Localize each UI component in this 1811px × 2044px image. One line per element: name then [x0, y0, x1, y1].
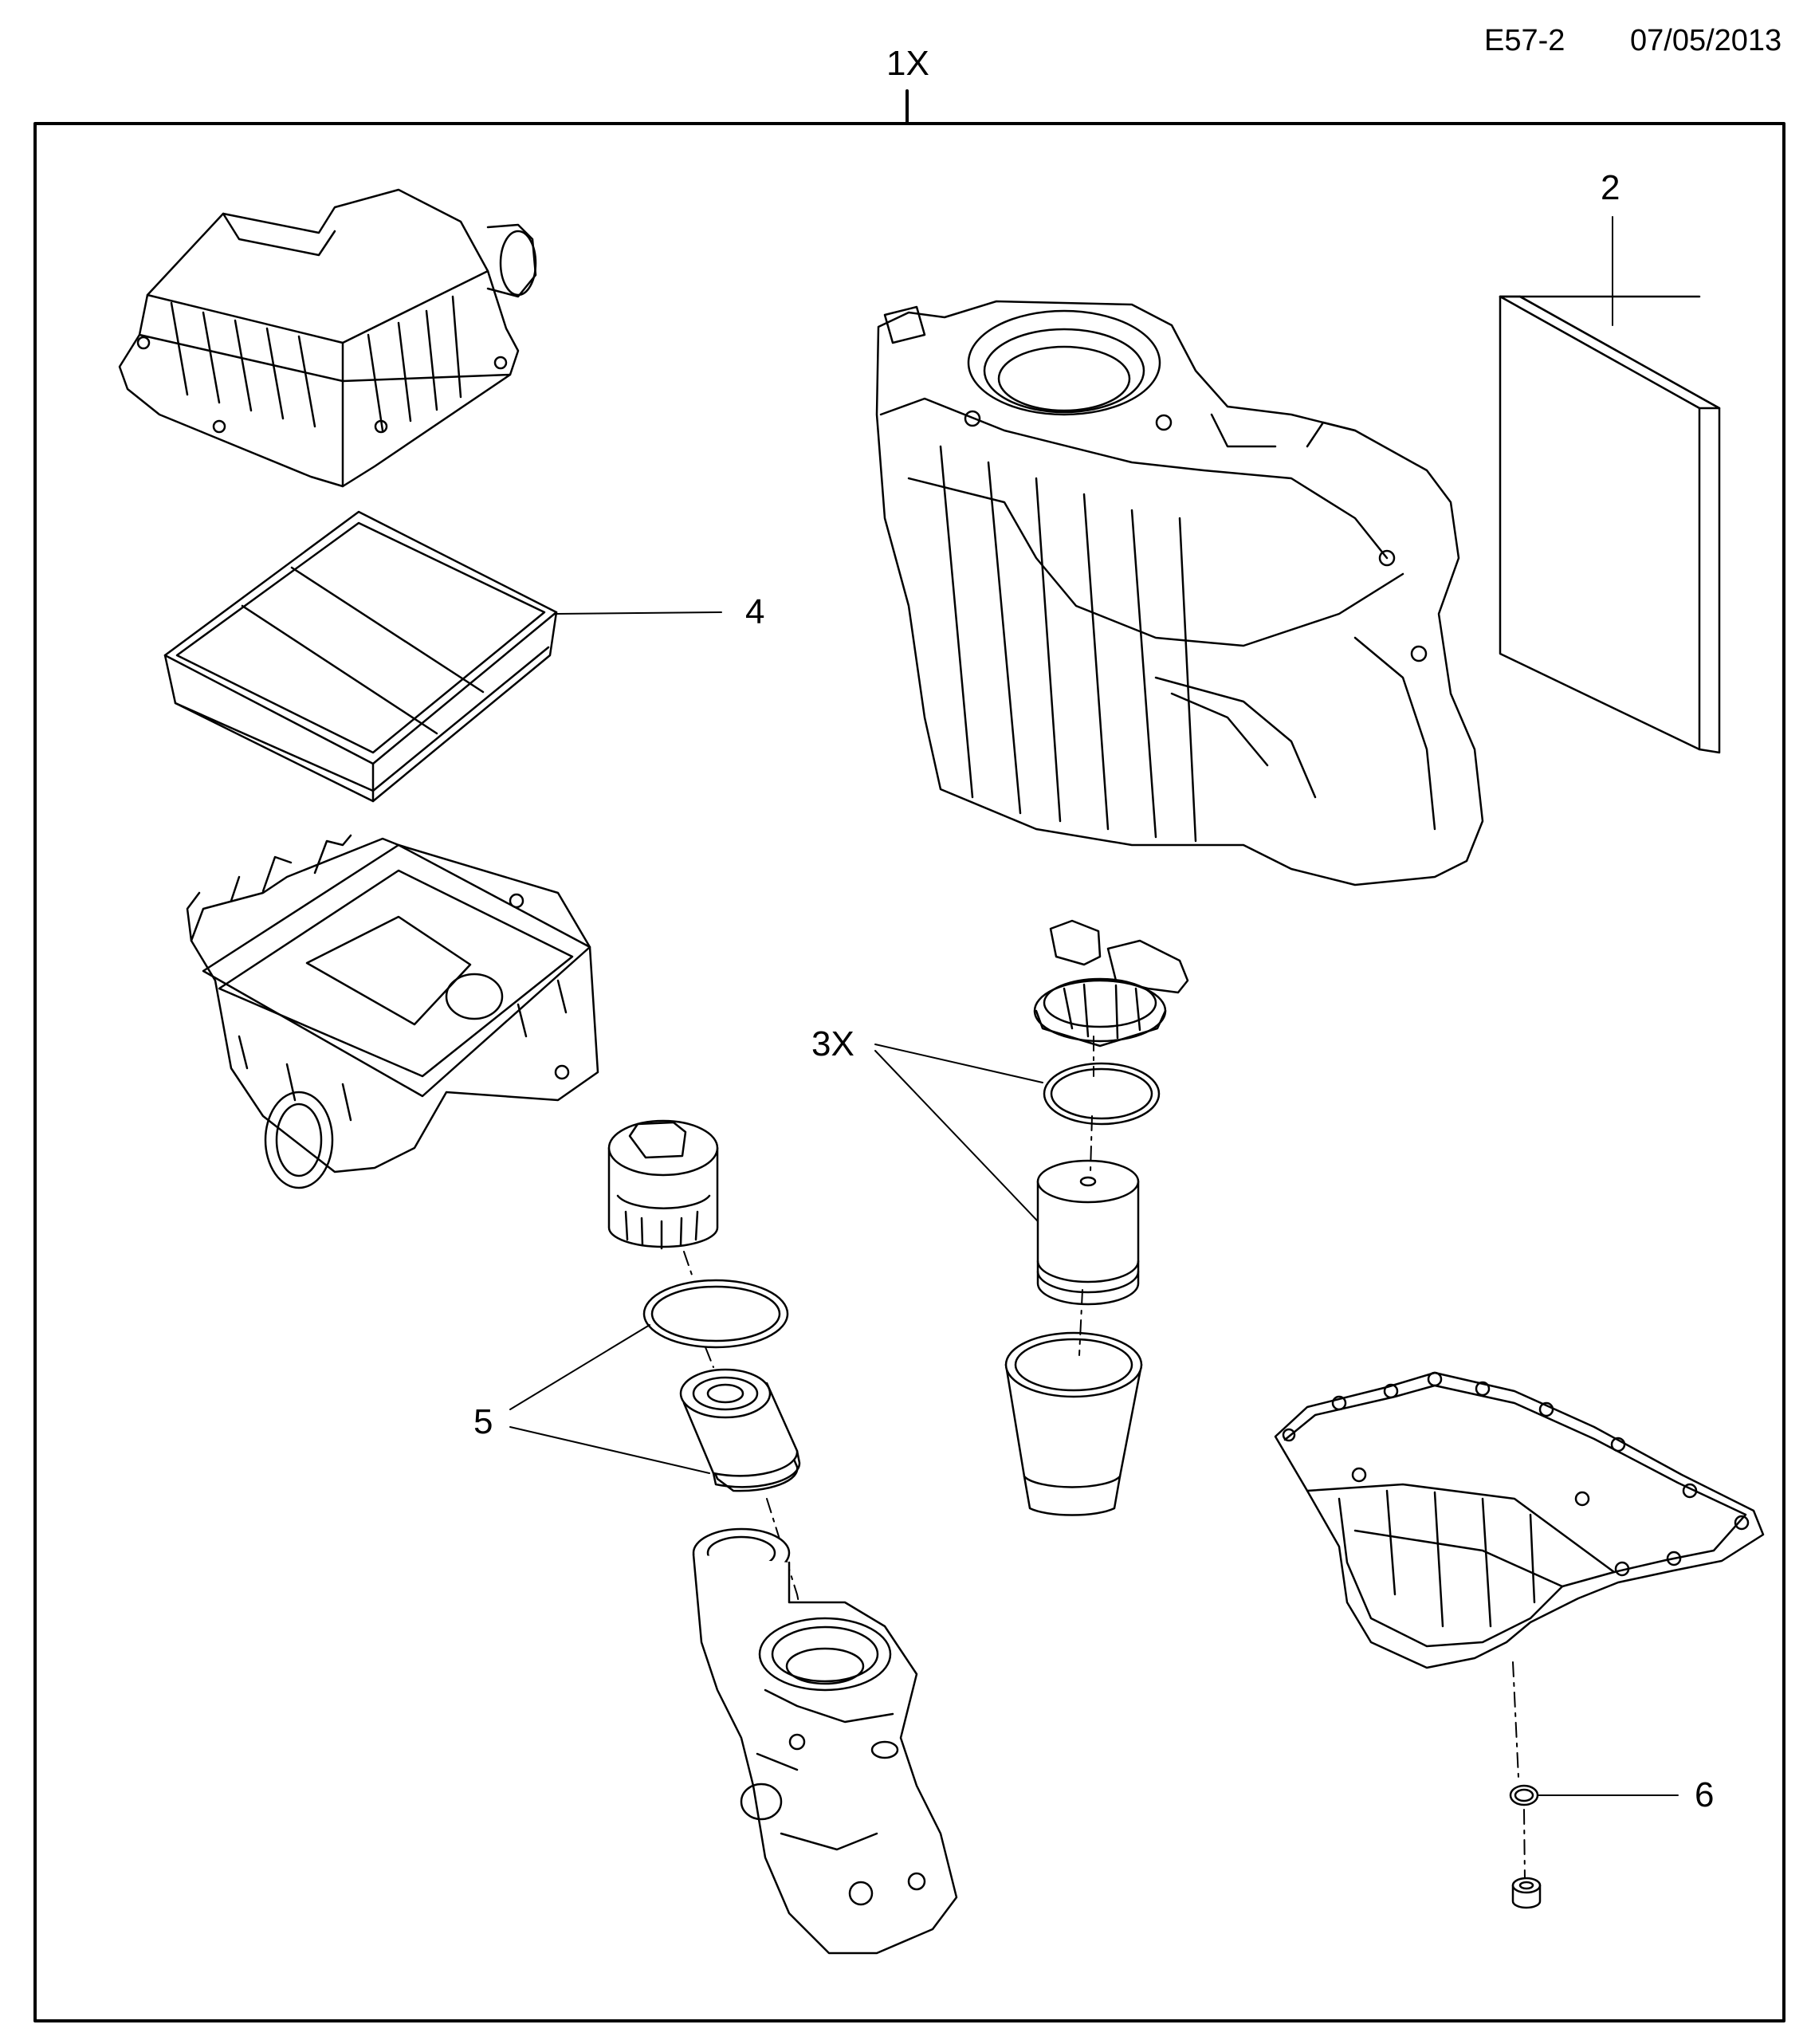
- document-date: 07/05/2013: [1630, 24, 1782, 57]
- fuel-filter-head: [1035, 921, 1188, 1046]
- fuel-filter-element: [1038, 1161, 1138, 1304]
- cabin-filter-element: [1500, 297, 1719, 753]
- fuel-filter-centerline: [1079, 1036, 1094, 1355]
- callout-1x: 1X: [886, 44, 929, 83]
- drain-plug-seal: [1510, 1786, 1538, 1805]
- drain-plug-centerline: [1513, 1662, 1525, 1881]
- air-cleaner-upper-housing: [120, 190, 536, 486]
- oil-filter-cap: [609, 1121, 717, 1248]
- intake-manifold-housing: [877, 301, 1483, 885]
- kit-frame: [35, 124, 1784, 2021]
- document-code: E57-2: [1484, 24, 1565, 57]
- fuel-filter-bowl: [1006, 1333, 1141, 1515]
- callout-2: 2: [1601, 168, 1620, 207]
- oil-filter-o-ring: [644, 1280, 788, 1347]
- drain-plug: [1513, 1878, 1540, 1908]
- air-filter-element: [165, 512, 556, 801]
- leader-5: [510, 1325, 709, 1473]
- callout-5: 5: [473, 1402, 493, 1441]
- oil-filter-housing: [693, 1529, 957, 1953]
- oil-pan: [1275, 1373, 1763, 1668]
- callout-6: 6: [1695, 1775, 1715, 1814]
- leader-3x: [875, 1044, 1043, 1221]
- oil-filter-element: [681, 1370, 799, 1491]
- leader-4: [556, 612, 721, 614]
- callout-3x: 3X: [811, 1024, 854, 1063]
- callout-4: 4: [745, 592, 765, 631]
- fuel-filter-o-ring: [1044, 1063, 1159, 1124]
- air-cleaner-lower-housing: [187, 835, 598, 1188]
